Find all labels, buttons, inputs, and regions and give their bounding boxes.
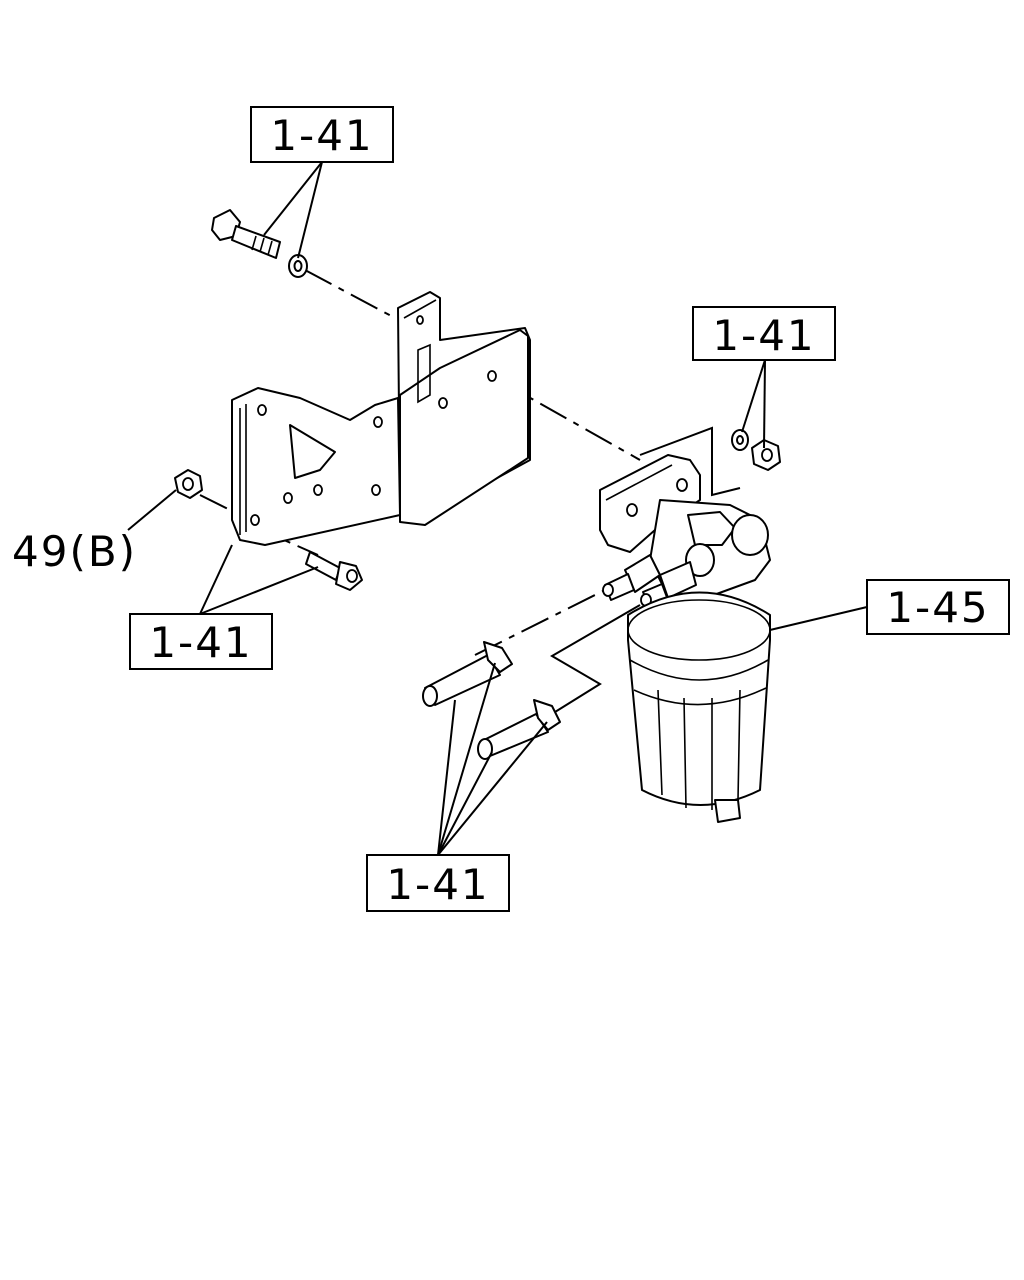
top-bolt xyxy=(211,209,281,259)
callout-label: 1-41 xyxy=(386,860,489,909)
callout-top: 1-41 xyxy=(250,106,394,163)
callout-label: 1-41 xyxy=(712,311,815,360)
callout-bottom: 1-41 xyxy=(366,854,510,912)
filter-bowl xyxy=(627,591,771,823)
callout-right: 1-41 xyxy=(692,306,836,361)
hose-upper xyxy=(422,654,501,707)
part-label-49b: 49(B) xyxy=(12,527,137,576)
right-nut xyxy=(751,439,781,471)
callout-label: 1-45 xyxy=(886,583,989,632)
hose-lower xyxy=(477,713,549,760)
filter-head xyxy=(599,454,771,609)
flange-nut xyxy=(174,469,203,499)
callout-filter: 1-45 xyxy=(866,579,1010,635)
callout-left: 1-41 xyxy=(129,613,273,670)
clamp-upper xyxy=(483,641,513,673)
lower-bolt xyxy=(305,551,363,591)
right-washer xyxy=(731,429,749,451)
callout-label: 1-41 xyxy=(270,111,373,160)
leader-lines xyxy=(127,161,868,856)
top-washer xyxy=(288,254,308,278)
clamp-lower xyxy=(533,699,561,731)
mounting-bracket xyxy=(231,291,531,546)
callout-label: 1-41 xyxy=(149,618,252,667)
